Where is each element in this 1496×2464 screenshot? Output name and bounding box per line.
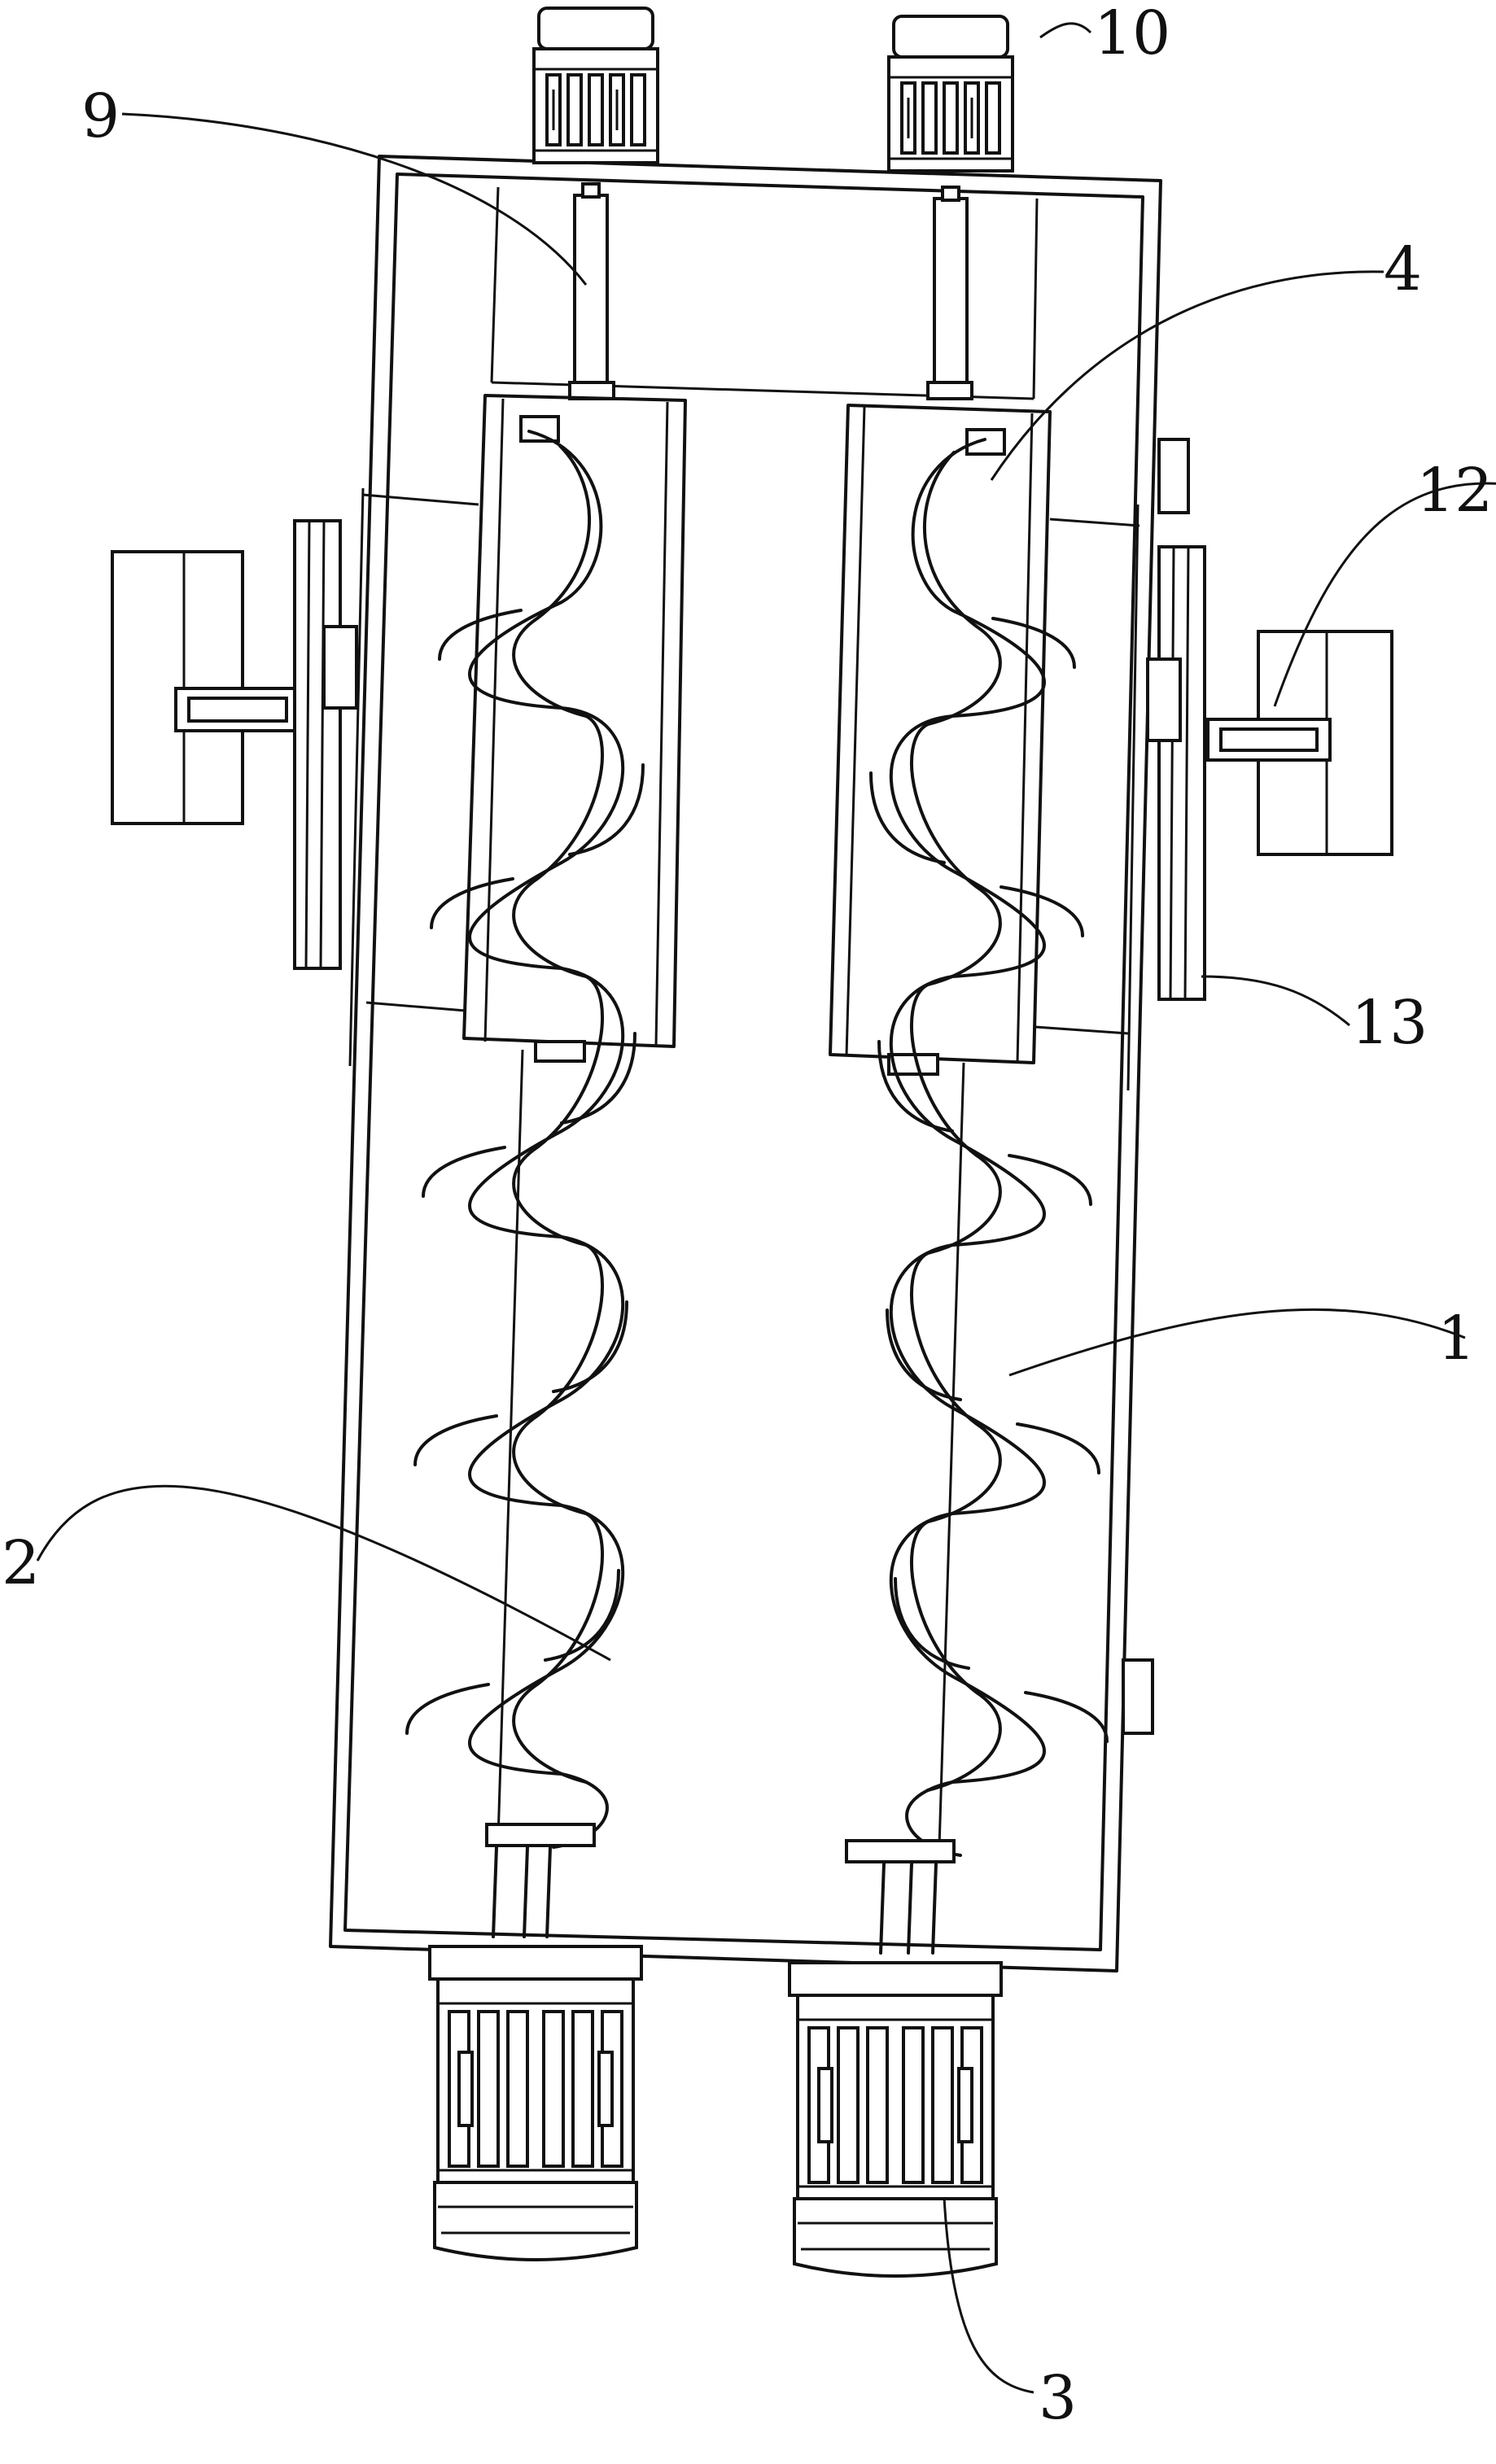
screw-right — [845, 438, 1109, 1955]
side-unit-left — [111, 519, 358, 970]
top-motor-left — [532, 7, 659, 164]
label-10: 10 — [1094, 0, 1170, 68]
label-13: 13 — [1351, 988, 1428, 1058]
label-2: 2 — [2, 1528, 40, 1598]
label-12: 12 — [1416, 456, 1493, 526]
drive-shafts — [568, 182, 973, 400]
label-4: 4 — [1384, 234, 1422, 304]
label-1: 1 — [1437, 1304, 1476, 1374]
housing — [329, 155, 1190, 1973]
bottom-motor-left — [428, 1945, 643, 2261]
label-3: 3 — [1039, 2363, 1077, 2433]
lower-guides — [496, 1040, 965, 1848]
top-motor-right — [887, 15, 1014, 173]
label-9: 9 — [81, 81, 120, 151]
bottom-motor-right — [788, 1961, 1003, 2278]
screw-housing-left — [362, 394, 687, 1048]
screw-left — [405, 430, 645, 1938]
side-unit-right — [1146, 545, 1393, 1001]
leader-lines — [36, 22, 1496, 2394]
screw-housing-right — [829, 404, 1140, 1064]
